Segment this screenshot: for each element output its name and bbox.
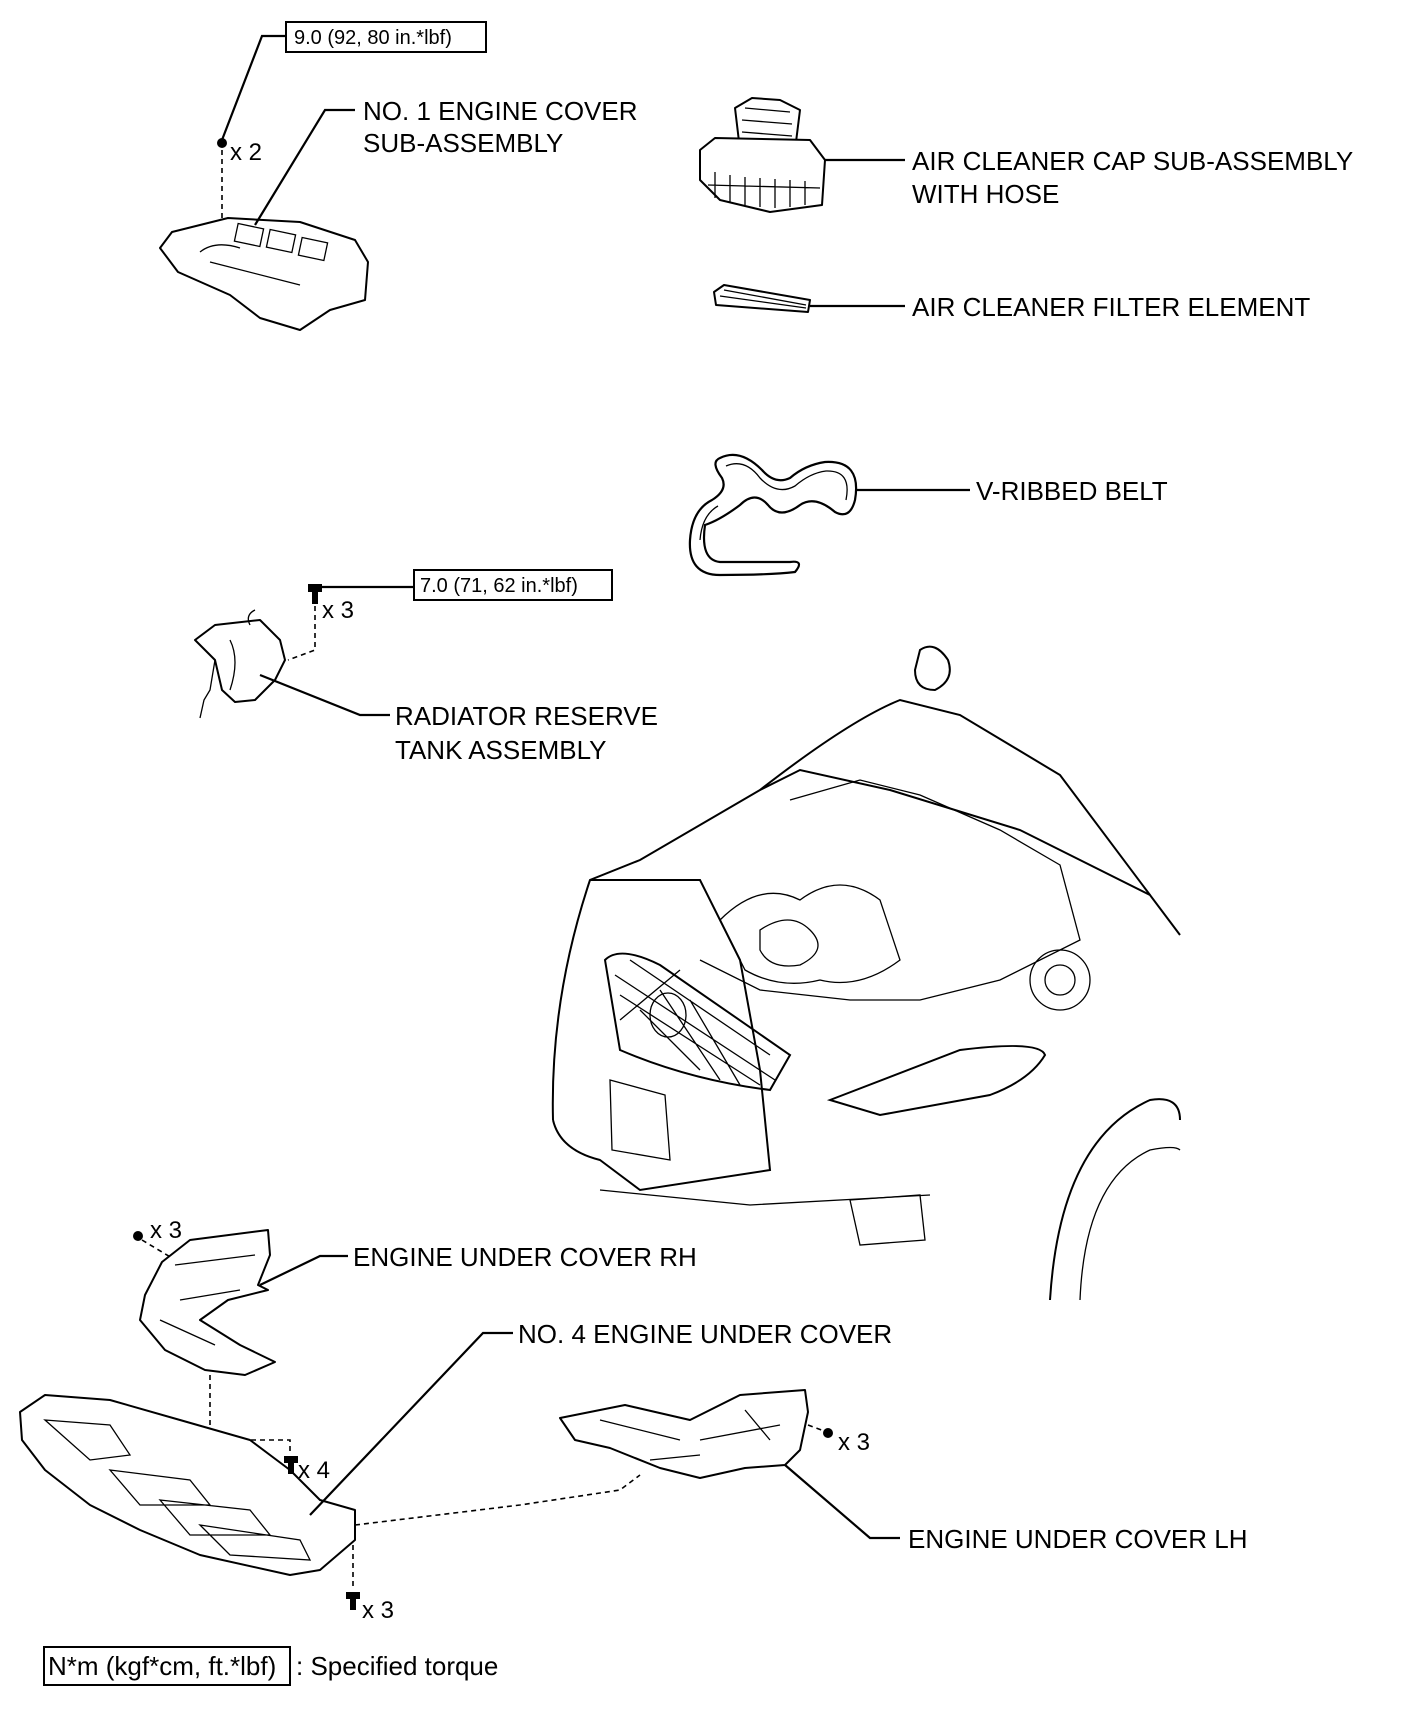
vehicle-mirror xyxy=(913,645,951,692)
no4-under-cover-front-bolt-icon xyxy=(346,1592,360,1610)
v-belt-part xyxy=(688,453,858,577)
vehicle-grille xyxy=(603,952,792,1092)
vehicle-strut-tower xyxy=(1029,949,1091,1011)
engine-cover-group: 9.0 (92, 80 in.*lbf) x 2 NO. 1 ENGINE CO… xyxy=(159,21,638,331)
vehicle-engine-bay xyxy=(699,779,1081,1001)
vehicle-front-illustration xyxy=(551,645,1181,1301)
torque-legend: N*m (kgf*cm, ft.*lbf) : Specified torque xyxy=(43,1646,498,1686)
torque-legend-description: : Specified torque xyxy=(296,1651,498,1681)
engine-cover-torque-leader xyxy=(220,34,286,141)
engine-cover-panel xyxy=(297,236,329,262)
under-cover-rh-group: x 3 ENGINE UNDER COVER RH xyxy=(133,1217,697,1376)
torque-legend-box xyxy=(43,1646,291,1686)
vehicle-hood-open xyxy=(759,698,1151,896)
under-cover-rh-bolt-icon xyxy=(133,1231,143,1241)
no4-under-cover-leader xyxy=(309,1331,513,1516)
reserve-tank-bolt-qty: x 3 xyxy=(322,597,354,624)
reserve-tank-torque-text: 7.0 (71, 62 in.*lbf) xyxy=(420,575,578,597)
air-filter-label: AIR CLEANER FILTER ELEMENT xyxy=(912,292,1310,322)
vehicle-fog-light xyxy=(849,1194,926,1246)
air-cleaner-cap-part xyxy=(699,137,826,213)
reserve-tank-label-line2: TANK ASSEMBLY xyxy=(395,735,606,765)
reserve-tank-label-line1: RADIATOR RESERVE xyxy=(395,701,658,731)
vehicle-bumper-line xyxy=(599,1189,931,1206)
air-cleaner-cap-label-line1: AIR CLEANER CAP SUB-ASSEMBLY xyxy=(912,146,1353,176)
no4-under-cover-panel xyxy=(43,1419,132,1461)
under-cover-rh-label: ENGINE UNDER COVER RH xyxy=(353,1242,697,1272)
engine-cover-panel xyxy=(265,228,297,254)
under-cover-lh-leader xyxy=(784,1464,900,1540)
under-cover-lh-label: ENGINE UNDER COVER LH xyxy=(908,1524,1248,1554)
air-cleaner-cap-ribs xyxy=(707,172,821,208)
v-belt-inner xyxy=(699,463,848,541)
vehicle-body-outline xyxy=(551,768,1181,1192)
engine-cover-leader xyxy=(254,108,355,226)
vehicle-wheel-arch xyxy=(1049,1098,1181,1301)
under-cover-lh-bolt-qty: x 3 xyxy=(838,1429,870,1456)
vehicle-headlight xyxy=(826,1045,1047,1117)
no4-under-cover-center-bolt-icon xyxy=(284,1456,298,1474)
no4-under-cover-part xyxy=(19,1394,356,1576)
vehicle-tire xyxy=(1079,1146,1181,1301)
vehicle-grille-mesh xyxy=(614,959,776,1086)
v-belt-label: V-RIBBED BELT xyxy=(976,476,1168,506)
air-filter-group: AIR CLEANER FILTER ELEMENT xyxy=(713,284,1310,322)
reserve-tank-bolt-icon xyxy=(308,584,322,604)
under-cover-lh-bolt-icon xyxy=(823,1428,833,1438)
engine-cover-nut-qty: x 2 xyxy=(230,139,262,166)
under-cover-lh-detail xyxy=(599,1409,781,1461)
reserve-tank-leader xyxy=(259,673,390,717)
vehicle-emblem xyxy=(649,992,687,1038)
reserve-tank-bolt-dash xyxy=(287,606,316,661)
under-cover-rh-part xyxy=(139,1229,276,1376)
under-cover-rh-leader xyxy=(259,1254,348,1286)
engine-cover-part xyxy=(159,217,369,331)
air-cleaner-cap-group: AIR CLEANER CAP SUB-ASSEMBLY WITH HOSE xyxy=(699,97,1353,213)
reserve-tank-detail xyxy=(229,609,256,691)
no4-under-cover-label: NO. 4 ENGINE UNDER COVER xyxy=(518,1319,892,1349)
vehicle-engine xyxy=(719,884,901,984)
under-cover-rh-detail xyxy=(159,1254,256,1346)
under-cover-lh-bolt-dash xyxy=(807,1424,825,1432)
engine-cover-label-line2: SUB-ASSEMBLY xyxy=(363,128,563,158)
air-cleaner-hose-ribs xyxy=(741,107,793,137)
no4-under-cover-front-qty: x 3 xyxy=(362,1597,394,1624)
vehicle-license-plate xyxy=(609,1079,671,1161)
v-belt-group: V-RIBBED BELT xyxy=(688,453,1168,577)
engine-cover-panel xyxy=(233,222,265,248)
under-cover-lh-part xyxy=(559,1389,809,1479)
engine-cover-label-line1: NO. 1 ENGINE COVER xyxy=(363,96,638,126)
air-cleaner-cap-label-line2: WITH HOSE xyxy=(912,179,1059,209)
engine-cover-torque-text: 9.0 (92, 80 in.*lbf) xyxy=(294,27,452,49)
vehicle-engine-intake xyxy=(759,919,819,967)
no4-under-cover-dash xyxy=(215,1439,291,1455)
air-filter-part xyxy=(713,284,811,313)
reserve-tank-hose xyxy=(199,659,216,719)
no4-under-cover-panel xyxy=(108,1469,312,1561)
no4-under-cover-center-qty: x 4 xyxy=(298,1457,330,1484)
no4-under-cover-lh-dash xyxy=(354,1474,641,1526)
under-cover-rh-bolt-qty: x 3 xyxy=(150,1217,182,1244)
torque-legend-unit: N*m (kgf*cm, ft.*lbf) xyxy=(48,1651,276,1681)
under-cover-rh-bolt-dash xyxy=(141,1239,173,1259)
reserve-tank-group: 7.0 (71, 62 in.*lbf) x 3 RADIATOR RESERV… xyxy=(194,569,658,765)
reserve-tank-part xyxy=(194,619,286,703)
under-cover-lh-group: x 3 ENGINE UNDER COVER LH xyxy=(559,1389,1248,1554)
no4-under-cover-group: x 4 x 3 NO. 4 ENGINE UNDER COVER xyxy=(19,1319,892,1624)
engine-cover-detail xyxy=(199,244,301,286)
air-filter-pleats xyxy=(719,289,807,309)
vehicle-strut-cap xyxy=(1044,964,1076,996)
reserve-tank-torque-box xyxy=(413,569,613,601)
engine-cover-nut-icon xyxy=(217,138,227,148)
